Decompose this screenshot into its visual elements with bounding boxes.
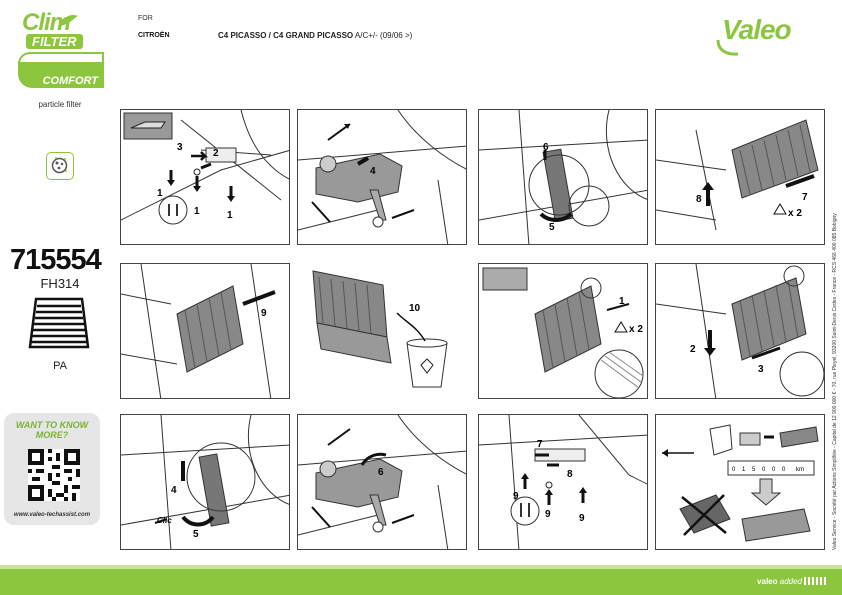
clic-label: Clic xyxy=(157,516,172,525)
step-num: 6 xyxy=(378,467,384,478)
step-panel-5: 9 xyxy=(120,263,290,399)
step-panel-8: 2 3 xyxy=(655,263,825,399)
filter-logo-text: FILTER xyxy=(26,34,83,49)
step-num: 4 xyxy=(171,485,177,496)
valeo-swoosh-icon xyxy=(716,39,739,56)
comfort-badge: COMFORT xyxy=(18,62,104,88)
step-num: 3 xyxy=(758,364,764,375)
odo-digit: 1 xyxy=(742,467,746,473)
odo-digit: 5 xyxy=(752,467,756,473)
vehicle-model: C4 PICASSO / C4 GRAND PICASSO xyxy=(218,31,354,40)
step-num: 8 xyxy=(696,194,702,205)
step-num: 7 xyxy=(802,192,808,203)
step-num: 5 xyxy=(549,222,555,233)
step-num: 2 xyxy=(213,148,219,159)
step-num: 1 xyxy=(157,188,163,199)
step-num: 9 xyxy=(579,513,585,524)
step-panel-11: 7 8 9 9 9 xyxy=(478,414,648,550)
step-num: 3 xyxy=(177,142,183,153)
legal-side-text: Valeo Service - Société par Actions Simp… xyxy=(832,213,838,550)
footer-bars-icon xyxy=(804,577,826,585)
footer-brand: valeo added xyxy=(757,577,802,586)
help-title: WANT TO KNOW MORE? xyxy=(15,420,89,440)
step-panel-10: 6 xyxy=(297,414,467,550)
logo-frame xyxy=(18,52,104,64)
vehicle-spec: A/C+/- (09/06 >) xyxy=(354,31,413,40)
valeo-logo: Valeo xyxy=(722,14,792,45)
qr-code[interactable] xyxy=(28,449,80,501)
step-num: 10 xyxy=(409,303,421,314)
step-panel-4: 8 7 x 2 xyxy=(655,109,825,245)
step-panel-12: 0 1 5 0 0 0 km xyxy=(655,414,825,550)
step-panel-6: 10 xyxy=(297,263,467,399)
step-panel-3: 6 5 xyxy=(478,109,648,245)
odo-unit: km xyxy=(796,467,804,473)
for-label: FOR xyxy=(138,15,153,22)
legal-text: Valeo Service - Société par Actions Simp… xyxy=(832,213,838,550)
footer-label2: added xyxy=(779,577,802,586)
step-panel-7: 1 x 2 xyxy=(478,263,648,399)
step-num: 1 xyxy=(194,206,200,217)
step-num: 4 xyxy=(370,166,376,177)
comfort-label: COMFORT xyxy=(42,75,98,87)
leaf-icon xyxy=(60,15,78,26)
particle-icon xyxy=(46,152,74,180)
step-num: x 2 xyxy=(629,324,643,335)
odo-digit: 0 xyxy=(762,467,766,473)
odo-digit: 0 xyxy=(732,467,736,473)
help-box[interactable]: WANT TO KNOW MORE? www.valeo-techassist.… xyxy=(4,413,100,525)
step-num: 7 xyxy=(537,439,543,450)
step-num: x 2 xyxy=(788,208,802,219)
step-num: 9 xyxy=(545,509,551,520)
help-url[interactable]: www.valeo-techassist.com xyxy=(13,512,91,518)
step-num: 6 xyxy=(543,142,549,153)
step-num: 8 xyxy=(567,469,573,480)
footer-bar: valeo added xyxy=(0,565,842,595)
step-panel-9: 4 5 Clic xyxy=(120,414,290,550)
odo-digit: 0 xyxy=(782,467,786,473)
step-num: 9 xyxy=(261,308,267,319)
vehicle-model-line: C4 PICASSO / C4 GRAND PICASSO A/C+/- (09… xyxy=(218,31,412,40)
filter-code: FH314 xyxy=(40,276,80,291)
family-code: PA xyxy=(53,360,67,372)
step-panel-1: 3 2 1 1 1 xyxy=(120,109,290,245)
step-num: 9 xyxy=(513,491,519,502)
step-num: 2 xyxy=(690,344,696,355)
reference-number: 715554 xyxy=(10,244,102,276)
product-type: particle filter xyxy=(38,100,82,109)
vehicle-make: CITROËN xyxy=(138,32,170,39)
filter-shape-icon xyxy=(28,297,90,349)
step-panel-2: 4 xyxy=(297,109,467,245)
footer-stripe xyxy=(0,565,842,569)
odo-digit: 0 xyxy=(772,467,776,473)
step-num: 1 xyxy=(227,210,233,221)
footer-label: valeo xyxy=(757,577,778,586)
step-num: 5 xyxy=(193,529,199,540)
step-num: 1 xyxy=(619,296,625,307)
